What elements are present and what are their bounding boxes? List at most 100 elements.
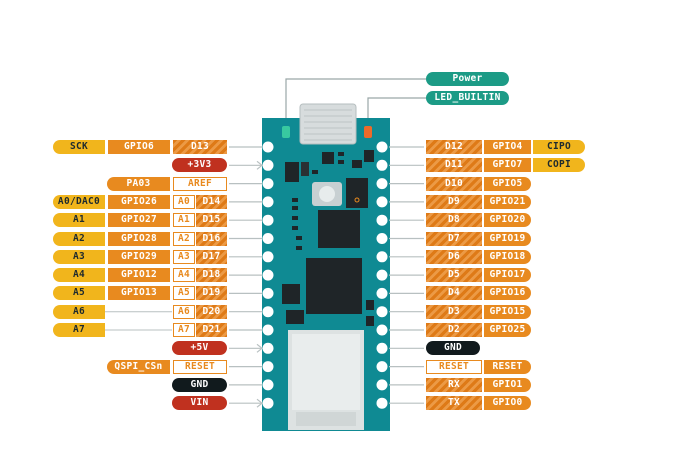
pin-label: A3 <box>173 249 195 264</box>
pin-label: GPIO15 <box>484 304 531 319</box>
chip-dot <box>354 197 360 203</box>
pin-label: GPIO6 <box>108 140 170 154</box>
pin-label: D14 <box>196 194 227 209</box>
led-builtin-label: LED_BUILTIN <box>426 91 509 105</box>
pin-label: QSPI_CSn <box>107 359 170 374</box>
header-pin <box>262 379 274 391</box>
reset-button <box>319 186 335 202</box>
pin-connector-arrow <box>256 398 263 408</box>
pin-label: VIN <box>172 396 227 411</box>
header-pin <box>376 324 388 336</box>
header-pin <box>262 251 274 263</box>
crypto-chip <box>286 310 304 324</box>
power-label: Power <box>426 72 509 86</box>
pin-label: D21 <box>196 323 227 337</box>
pin-label: GPIO5 <box>484 176 531 191</box>
imu-chip <box>318 210 360 248</box>
pin-label: A0 <box>173 194 195 209</box>
pin-label: D10 <box>426 176 482 191</box>
usb-ridges <box>304 109 352 141</box>
pin-label: CIPO <box>533 140 585 154</box>
flash-chip <box>282 284 300 304</box>
pin-label: GPIO0 <box>484 396 531 411</box>
radio-module-shield <box>292 334 360 410</box>
pin-label: A5 <box>173 286 195 301</box>
header-pin <box>262 306 274 318</box>
header-pin <box>262 361 274 373</box>
pin-connectors <box>105 146 424 408</box>
pin-label: A4 <box>53 268 105 283</box>
pin-label: A7 <box>53 323 105 337</box>
pin-label: GPIO29 <box>108 249 170 264</box>
regulator-chip <box>285 162 299 182</box>
builtin-led-connector <box>367 97 426 124</box>
header-pin <box>376 361 388 373</box>
pin-label: A6 <box>173 304 195 319</box>
pin-label: A4 <box>173 268 195 283</box>
pin-label: COPI <box>533 158 585 173</box>
antenna <box>296 412 356 426</box>
header-pin <box>376 397 388 409</box>
header-pin <box>262 159 274 171</box>
header-pin <box>262 287 274 299</box>
header-pin <box>262 178 274 190</box>
pin-label: RESET <box>426 359 482 374</box>
pin-label: D3 <box>426 304 482 319</box>
header-pin <box>262 324 274 336</box>
pin-label: A0/DAC0 <box>53 194 105 209</box>
pin-label: A2 <box>53 231 105 246</box>
header-pin <box>262 214 274 226</box>
header-pin <box>376 214 388 226</box>
pin-label: D8 <box>426 213 482 228</box>
pin-label: A5 <box>53 286 105 301</box>
pin-label: GPIO20 <box>484 213 531 228</box>
microcontroller-chip <box>306 258 362 314</box>
header-pin <box>376 233 388 244</box>
pin-label: GPIO13 <box>108 286 170 301</box>
pin-label: PA03 <box>107 176 170 191</box>
header-pin <box>376 379 388 391</box>
pin-label: D9 <box>426 194 482 209</box>
pin-label: A7 <box>173 323 195 337</box>
pin-label: GPIO28 <box>108 231 170 246</box>
pin-label: TX <box>426 396 482 411</box>
header-pin <box>376 196 388 208</box>
pin-label: A3 <box>53 249 105 264</box>
pin-label: GND <box>426 341 480 356</box>
pin-label: GPIO4 <box>484 140 531 154</box>
header-pin <box>262 141 274 153</box>
builtin-led <box>364 126 372 138</box>
power-led <box>282 126 290 138</box>
pin-connector-arrow <box>256 343 263 353</box>
pin-label: GPIO21 <box>484 194 531 209</box>
pin-label: AREF <box>173 176 227 191</box>
pin-label: GPIO1 <box>484 377 531 392</box>
power-led-connector <box>285 78 426 124</box>
pin-label: D18 <box>196 268 227 283</box>
pin-label: A6 <box>53 304 105 319</box>
header-pin <box>376 178 388 190</box>
pin-label: D20 <box>196 304 227 319</box>
header-pin <box>376 251 388 263</box>
header-pin <box>376 269 388 281</box>
header-pin <box>376 287 388 299</box>
small-components <box>292 150 374 326</box>
pin-label: GPIO12 <box>108 268 170 283</box>
pin-label: RESET <box>173 359 227 374</box>
pin-label: GPIO7 <box>484 158 531 173</box>
pin-label: D11 <box>426 158 482 173</box>
header-pin <box>376 141 388 153</box>
pin-label: GPIO16 <box>484 286 531 301</box>
header-pin <box>376 159 388 171</box>
pin-label: SCK <box>53 140 105 154</box>
component <box>301 162 309 176</box>
header-pin <box>262 397 274 409</box>
pin-label: GPIO18 <box>484 249 531 264</box>
pin-label: GPIO27 <box>108 213 170 228</box>
pin-label: D6 <box>426 249 482 264</box>
header-pin <box>376 342 388 354</box>
pin-label: +5V <box>172 341 227 356</box>
pin-label: RESET <box>484 359 531 374</box>
pin-label: A2 <box>173 231 195 246</box>
